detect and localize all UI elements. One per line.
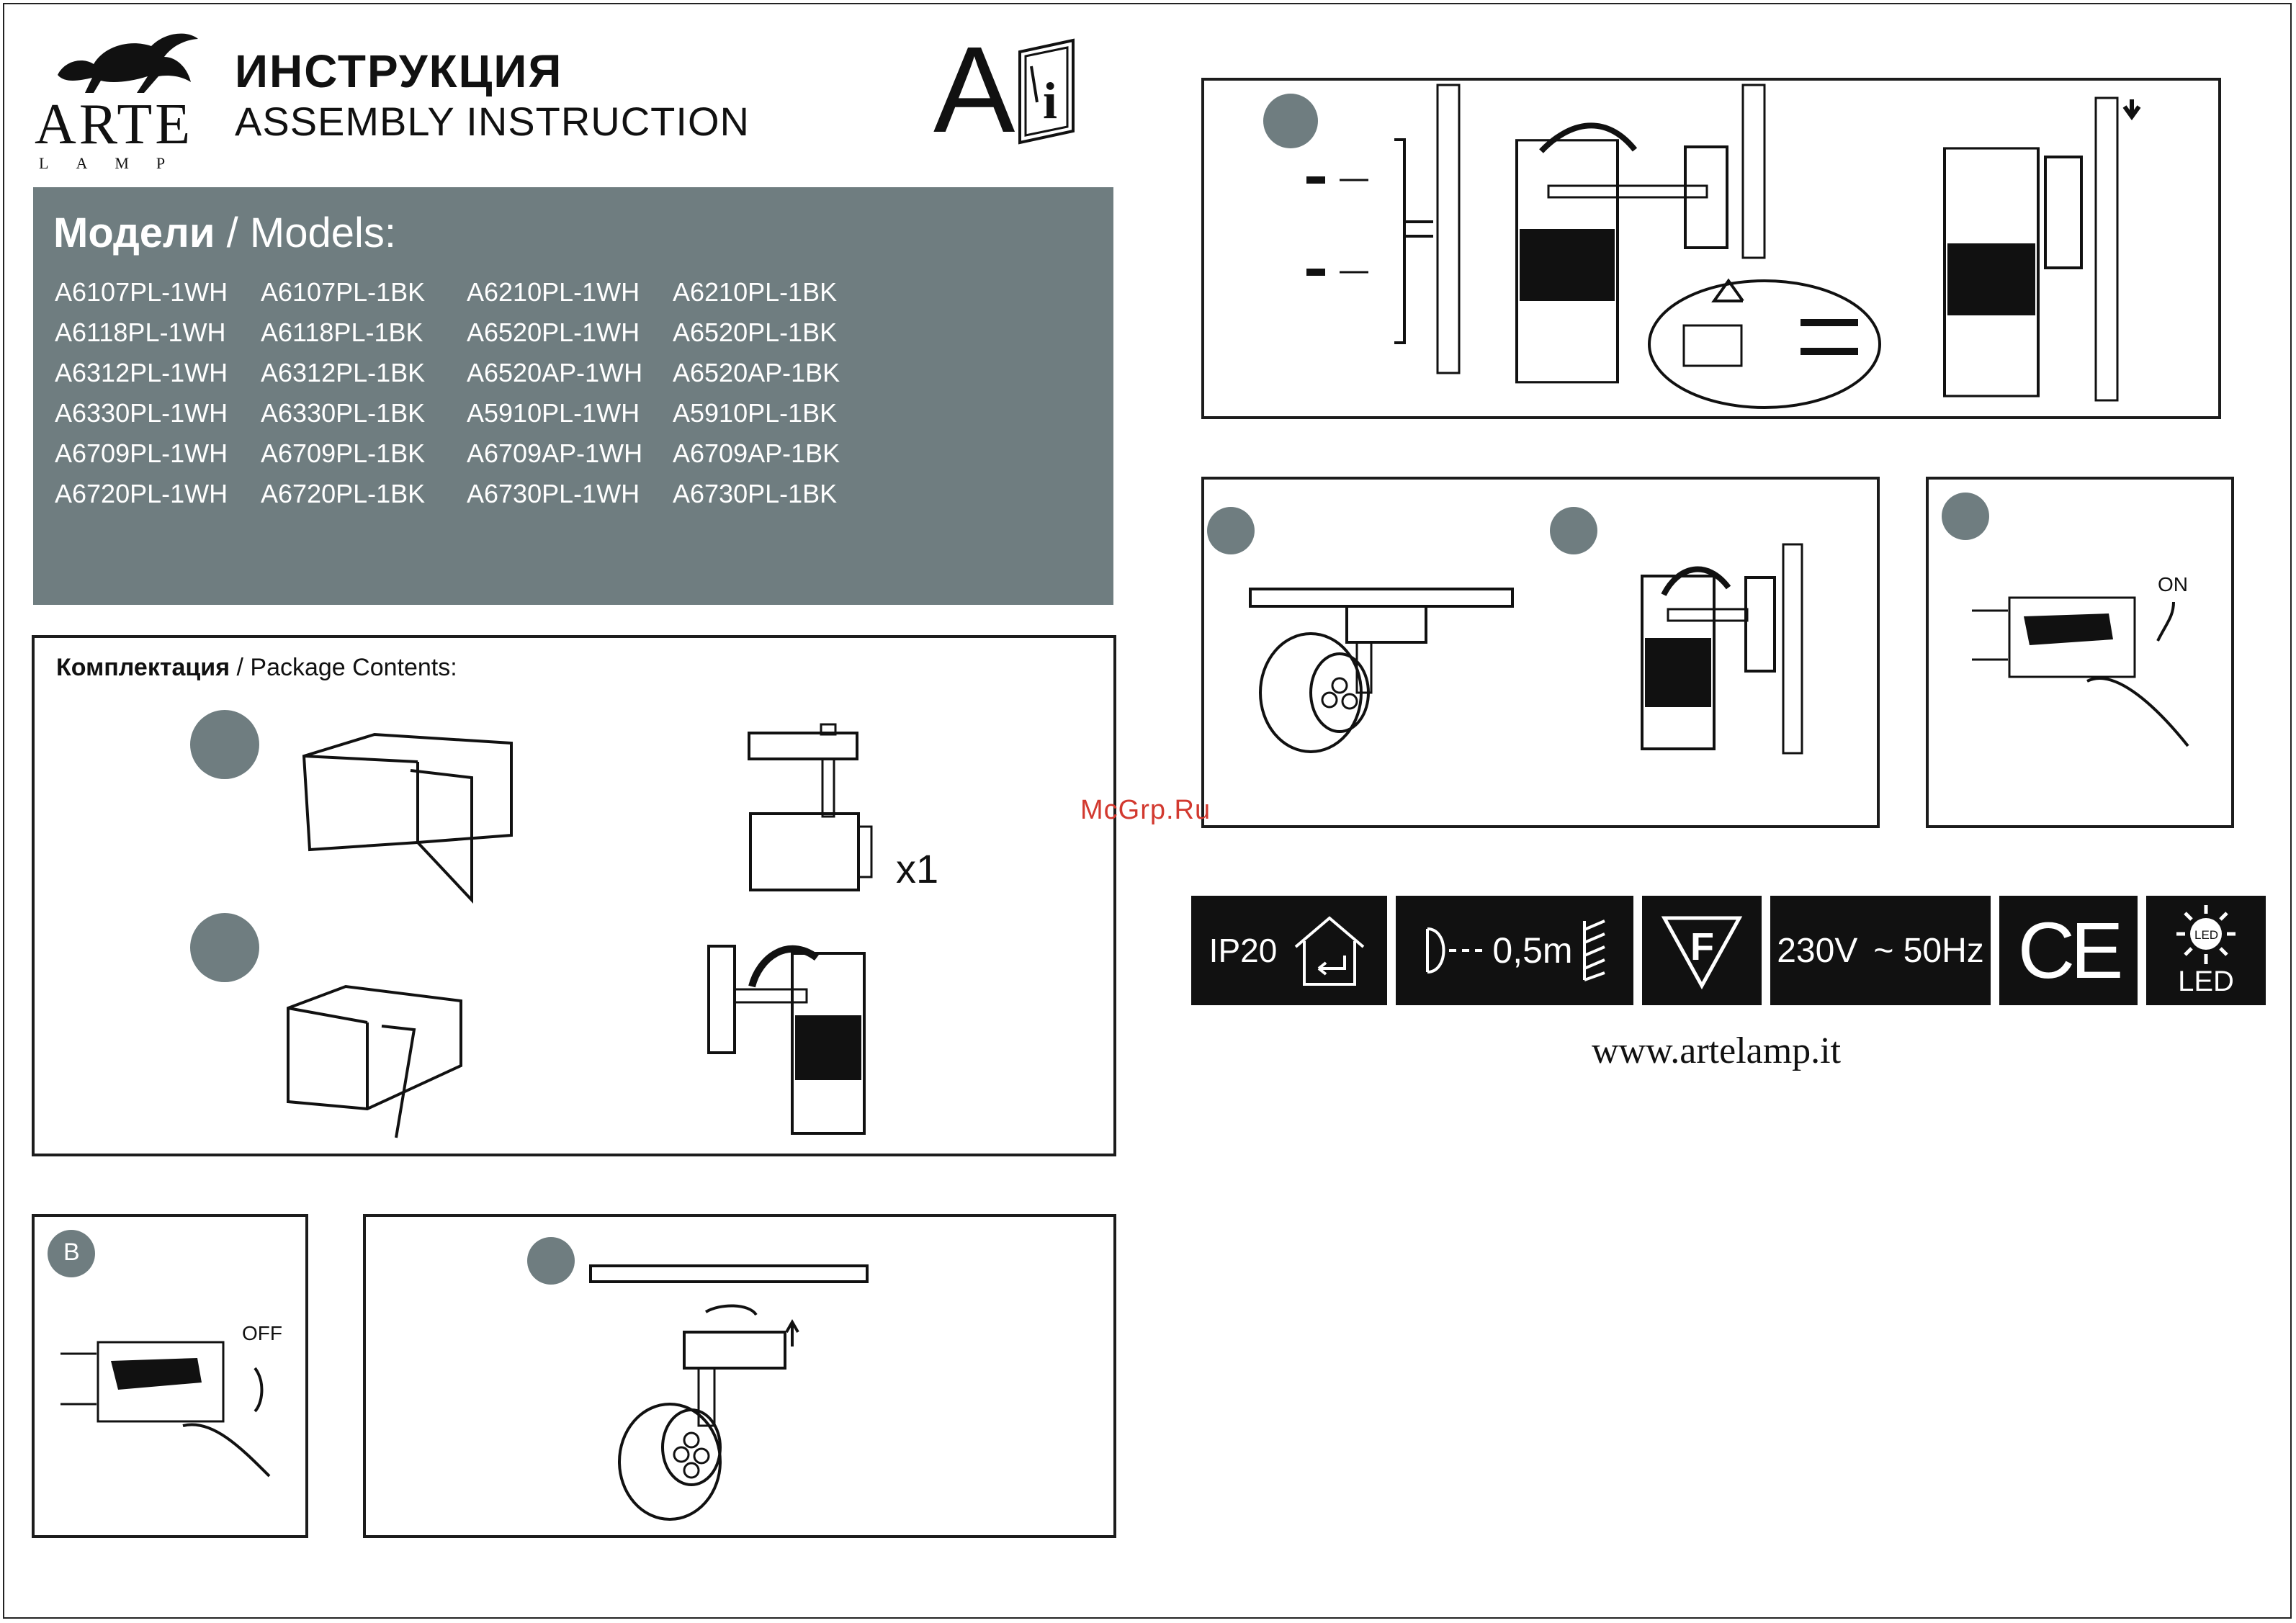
models-heading: Модели / Models: [53, 209, 396, 257]
step-marker [1207, 507, 1255, 554]
model-code: A6520PL-1WH [467, 318, 640, 347]
ip-rating-badge: IP20 [1191, 896, 1387, 1005]
models-heading-ru: Модели [53, 210, 215, 256]
step-mount-box [1201, 477, 1880, 828]
model-code: A6107PL-1BK [261, 277, 426, 307]
step-marker [190, 710, 259, 779]
step-rotate-box [363, 1214, 1116, 1538]
models-row: A6107PL-1WH A6107PL-1BK A6210PL-1WH A6210PL… [55, 272, 879, 313]
led-text: LED [2178, 965, 2234, 997]
voltage-badge: 230V ~ 50Hz [1770, 896, 1991, 1005]
wiring-diagram [1306, 84, 2141, 409]
step-b-label: B [63, 1238, 80, 1266]
switch-on-icon [1972, 596, 2189, 747]
model-code: A6520AP-1BK [673, 358, 840, 387]
brand-sub: LAMP [39, 154, 193, 172]
frequency-text: ~ 50Hz [1873, 931, 1984, 970]
website-url[interactable]: www.artelamp.it [1592, 1030, 1842, 1071]
step-marker [190, 913, 259, 982]
box-small-icon [287, 984, 462, 1138]
models-heading-en: / Models: [215, 210, 396, 256]
griffin-logo-icon [58, 33, 198, 93]
lamp-distance-icon [1426, 927, 1484, 974]
model-code: A6118PL-1BK [261, 318, 423, 347]
models-grid: A6107PL-1WH A6107PL-1BK A6210PL-1WH A6210PL… [55, 272, 879, 514]
models-row: A6118PL-1WH A6118PL-1BK A6520PL-1WH A6520PL… [55, 313, 879, 353]
models-row: A6312PL-1WH A6312PL-1BK A6520AP-1WH A6520AP… [55, 353, 879, 393]
model-code: A6118PL-1WH [55, 318, 226, 347]
step-marker [527, 1237, 575, 1285]
track-lamp-icon [748, 723, 873, 891]
rotate-lamp-icon [618, 1304, 799, 1521]
model-code: A6730PL-1WH [467, 479, 640, 508]
on-label: ON [2158, 573, 2188, 595]
model-code: A5910PL-1BK [673, 398, 838, 428]
model-code: A6720PL-1BK [261, 479, 426, 508]
model-code: A6709PL-1BK [261, 439, 426, 468]
house-icon [1295, 916, 1365, 986]
led-icon-text: LED [2194, 928, 2218, 942]
package-quantity: x1 [896, 846, 939, 891]
page-frame [3, 3, 2292, 1619]
distance-badge: 0,5m [1396, 896, 1633, 1005]
surface-hatch-icon [1582, 920, 1605, 981]
distance-text: 0,5m [1492, 930, 1573, 971]
step-b-marker [48, 1230, 95, 1277]
f-mark-text: F [1690, 925, 1714, 968]
track-mount-lamp-icon [1249, 588, 1514, 753]
model-code: A6520AP-1WH [467, 358, 643, 387]
models-row: A6709PL-1WH A6709PL-1BK A6709AP-1WH A6709AP… [55, 433, 879, 474]
brand-name: ARTE [35, 93, 194, 156]
package-title-en: / Package Contents: [230, 654, 457, 681]
model-code: A6709AP-1BK [673, 439, 840, 468]
title-ru: ИНСТРУКЦИЯ [235, 45, 563, 97]
package-title-ru: Комплектация [56, 654, 230, 681]
model-code: A6709PL-1WH [55, 439, 228, 468]
svg-text:i: i [1043, 72, 1057, 130]
manual-book-icon: i [1018, 38, 1075, 145]
step-marker [1550, 507, 1597, 554]
model-code: A5910PL-1WH [467, 398, 640, 428]
box-large-icon [302, 732, 513, 904]
track-rail-icon [589, 1264, 869, 1283]
model-code: A6312PL-1BK [261, 358, 426, 387]
watermark: McGrp.Ru [1080, 795, 1211, 825]
package-title: Комплектация / Package Contents: [56, 654, 457, 682]
models-row: A6720PL-1WH A6720PL-1BK A6730PL-1WH A6730PL… [55, 474, 879, 514]
wall-lamp-icon [707, 945, 866, 1135]
switch-off-icon [60, 1341, 271, 1478]
model-code: A6210PL-1BK [673, 277, 838, 307]
model-code: A6730PL-1BK [673, 479, 838, 508]
led-badge: LED LED [2146, 896, 2266, 1005]
ce-badge: CE [1999, 896, 2138, 1005]
model-code: A6330PL-1WH [55, 398, 228, 428]
model-code: A6330PL-1BK [261, 398, 426, 428]
ce-text: CE [2017, 906, 2124, 995]
f-mark-badge: F [1642, 896, 1762, 1005]
led-sun-icon: LED [2176, 904, 2236, 964]
voltage-text: 230V [1777, 931, 1858, 970]
model-code: A6709AP-1WH [467, 439, 643, 468]
off-label: OFF [242, 1322, 282, 1344]
step-marker [1263, 94, 1318, 148]
model-code: A6210PL-1WH [467, 277, 640, 307]
model-code: A6520PL-1BK [673, 318, 838, 347]
model-code: A6312PL-1WH [55, 358, 228, 387]
models-row: A6330PL-1WH A6330PL-1BK A5910PL-1WH A5910PL… [55, 393, 879, 433]
model-code: A6107PL-1WH [55, 277, 228, 307]
title-en: ASSEMBLY INSTRUCTION [235, 99, 750, 144]
step-marker [1942, 493, 1989, 540]
wall-mount-lamp-icon [1641, 543, 1803, 755]
ip-rating-text: IP20 [1208, 932, 1278, 969]
models-panel [33, 187, 1113, 605]
manual-letter: A [933, 22, 1015, 158]
package-contents-box [32, 635, 1116, 1156]
model-code: A6720PL-1WH [55, 479, 228, 508]
f-triangle-icon: F [1661, 916, 1743, 990]
